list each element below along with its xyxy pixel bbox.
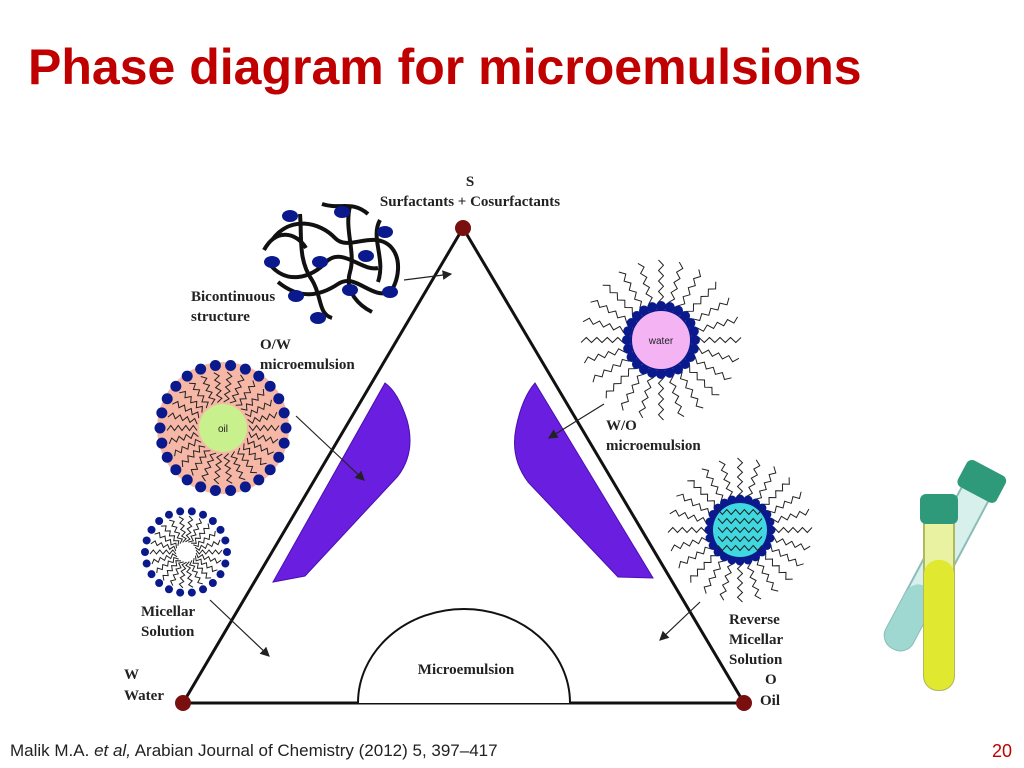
ow-label-2: microemulsion xyxy=(260,357,355,373)
page-number: 20 xyxy=(991,741,1012,761)
citation-source: Arabian Journal of Chemistry (2012) 5, 3… xyxy=(130,741,498,760)
wo-core-label: water xyxy=(648,336,674,347)
reverse-label-2: Micellar xyxy=(729,632,783,648)
vertex-w-dot xyxy=(175,695,191,711)
microemulsion-label: Microemulsion xyxy=(418,662,515,678)
vertex-w-name: Water xyxy=(124,688,164,704)
vertex-s-letter: S xyxy=(466,174,474,190)
arrow-ow xyxy=(295,415,365,481)
wo-region xyxy=(514,382,654,579)
ow-micelle-illustration: oil xyxy=(154,359,292,497)
wo-micelle-illustration: water xyxy=(580,259,742,421)
ow-core-label: oil xyxy=(218,424,228,435)
micellar-label-1: Micellar xyxy=(141,604,195,620)
citation-author: Malik M.A. xyxy=(10,741,95,760)
arrow-bicontinuous xyxy=(403,270,453,281)
reverse-micelle-illustration xyxy=(667,457,813,603)
citation-footer: Malik M.A. et al, Arabian Journal of Che… xyxy=(10,741,498,761)
vertex-o-dot xyxy=(736,695,752,711)
reverse-label-3: Solution xyxy=(729,652,783,668)
vertex-s-name: Surfactants + Cosurfactants xyxy=(380,194,560,210)
micellar-illustration xyxy=(141,507,231,597)
vertex-o-letter: O xyxy=(765,672,777,688)
slide-title: Phase diagram for microemulsions xyxy=(28,39,862,95)
test-tubes-illustration xyxy=(883,459,1007,691)
arrow-wo xyxy=(547,403,605,439)
bicontinuous-illustration xyxy=(262,202,400,320)
wo-label-2: microemulsion xyxy=(606,438,701,454)
micellar-label-2: Solution xyxy=(141,624,195,640)
bicontinuous-heads xyxy=(264,206,398,324)
bicontinuous-label-1: Bicontinuous xyxy=(191,289,275,305)
citation-etal: et al, xyxy=(94,741,131,760)
ow-region xyxy=(272,382,411,583)
vertex-o-name: Oil xyxy=(760,693,780,709)
ow-label-1: O/W xyxy=(260,337,291,353)
wo-label-1: W/O xyxy=(606,418,637,434)
bicontinuous-label-2: structure xyxy=(191,309,250,325)
microemulsion-region xyxy=(357,608,571,704)
reverse-label-1: Reverse xyxy=(729,612,780,628)
arrow-micellar xyxy=(209,599,270,657)
vertex-s-dot xyxy=(455,220,471,236)
arrow-reverse xyxy=(659,601,701,641)
vertex-w-letter: W xyxy=(124,667,139,683)
